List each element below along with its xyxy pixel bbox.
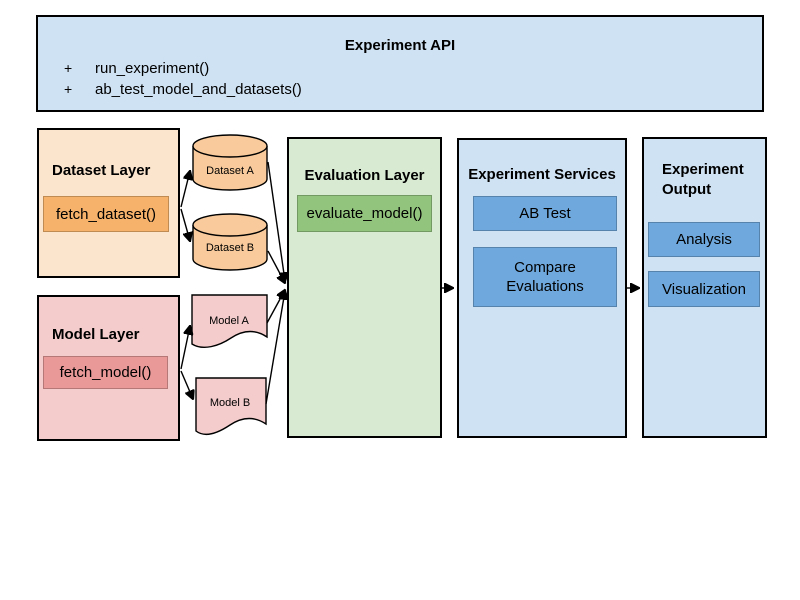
ab-test-service: AB Test xyxy=(473,196,617,231)
plus-bullet: + xyxy=(64,81,73,97)
dataset-b-label: Dataset B xyxy=(206,242,254,254)
dataset-a-label: Dataset A xyxy=(206,165,254,177)
arrow-fetch-dataset-to-dataset-a xyxy=(180,171,190,208)
experiment-api-method-list: + run_experiment() + ab_test_model_and_d… xyxy=(38,58,762,100)
cylinder-body xyxy=(192,225,268,271)
document-shape xyxy=(195,377,267,435)
dataset-b-cylinder: Dataset B xyxy=(192,213,268,271)
experiment-services-title: Experiment Services xyxy=(468,166,616,183)
api-method-row: + ab_test_model_and_datasets() xyxy=(38,79,762,100)
visualization-output: Visualization xyxy=(648,271,760,307)
cylinder-top xyxy=(192,213,268,237)
dataset-a-cylinder: Dataset A xyxy=(192,134,268,191)
api-method-row: + run_experiment() xyxy=(38,58,762,79)
experiment-output-box: Experiment Output Analysis Visualization xyxy=(642,137,767,438)
evaluation-layer-title: Evaluation Layer xyxy=(304,167,425,184)
experiment-services-box: Experiment Services AB Test Compare Eval… xyxy=(457,138,627,438)
dataset-layer-box: Dataset Layer fetch_dataset() xyxy=(37,128,180,278)
arrow-fetch-model-to-model-a xyxy=(180,326,190,370)
api-method-label: ab_test_model_and_datasets() xyxy=(95,81,302,98)
model-a-document: Model A xyxy=(191,294,268,348)
document-shape xyxy=(191,294,268,348)
arrow-fetch-model-to-model-b xyxy=(180,370,193,399)
arrow-model-b-to-evaluation xyxy=(265,291,285,405)
cylinder-top xyxy=(192,134,268,158)
api-method-label: run_experiment() xyxy=(95,60,210,77)
dataset-layer-title: Dataset Layer xyxy=(52,162,151,179)
experiment-output-title: Experiment Output xyxy=(662,161,744,198)
fetch-dataset-method: fetch_dataset() xyxy=(43,196,169,232)
compare-evaluations-service: Compare Evaluations xyxy=(473,247,617,307)
plus-bullet: + xyxy=(64,60,73,76)
analysis-output: Analysis xyxy=(648,222,760,257)
evaluate-model-method: evaluate_model() xyxy=(297,195,432,232)
model-layer-box: Model Layer fetch_model() xyxy=(37,295,180,441)
model-b-label: Model B xyxy=(210,397,250,409)
evaluation-layer-box: Evaluation Layer evaluate_model() xyxy=(287,137,442,438)
fetch-model-method: fetch_model() xyxy=(43,356,168,389)
model-a-label: Model A xyxy=(209,315,249,327)
arrow-dataset-b-to-evaluation xyxy=(267,250,285,283)
model-layer-title: Model Layer xyxy=(52,326,140,343)
arrow-fetch-dataset-to-dataset-b xyxy=(180,208,190,241)
experiment-api-title: Experiment API xyxy=(344,37,456,54)
arrow-model-a-to-evaluation xyxy=(266,290,285,324)
model-b-document: Model B xyxy=(195,377,267,435)
arrow-dataset-a-to-evaluation xyxy=(267,161,285,281)
cylinder-body xyxy=(192,146,268,191)
experiment-api-box: Experiment API + run_experiment() + ab_t… xyxy=(36,15,764,112)
